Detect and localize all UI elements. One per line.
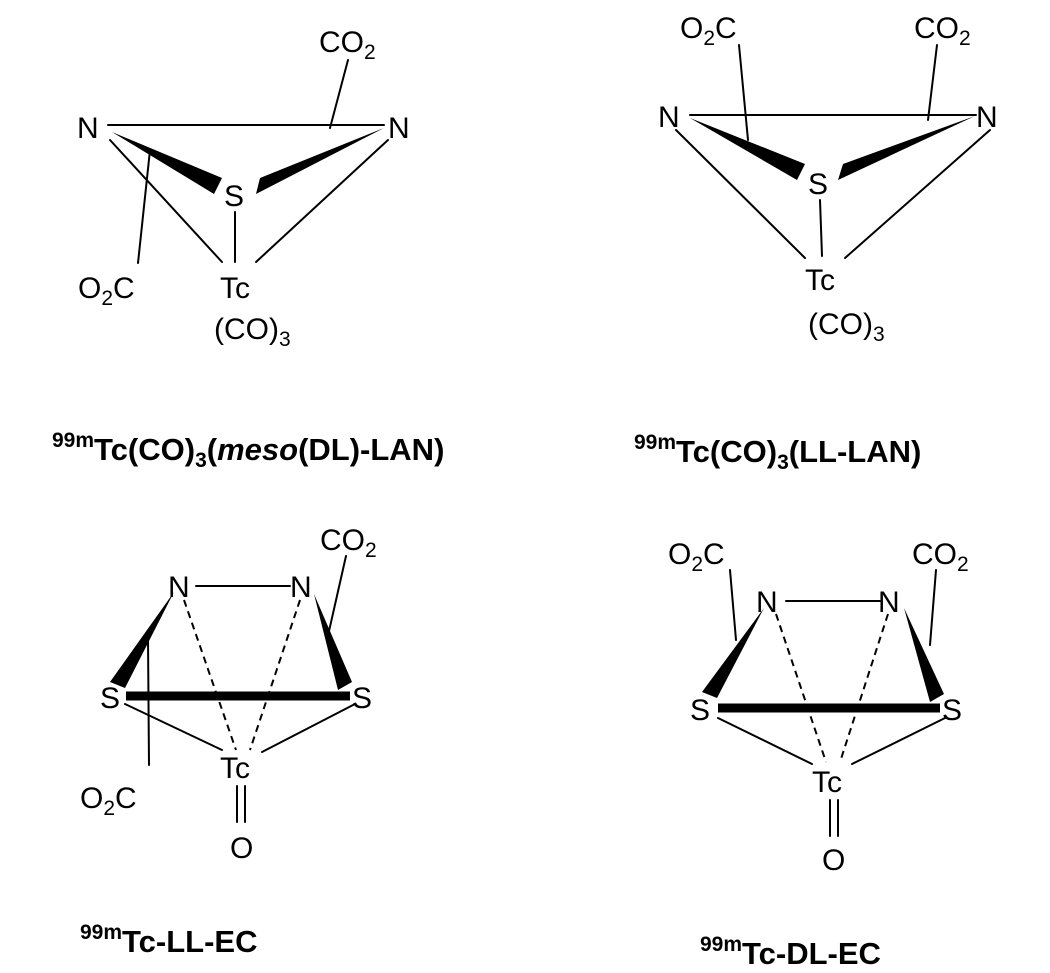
atom-tc: Tc <box>805 264 835 297</box>
caption-ll-ec: 99mTc-LL-EC <box>80 921 258 959</box>
wedge-nleft-sleft <box>110 592 174 688</box>
structure-dl-ec: O2C CO2 N N S S Tc O 99mTc-DL-EC <box>668 538 969 971</box>
atom-s: S <box>224 180 244 213</box>
structure-ll-ec: CO2 N N S S Tc O2C O 99mTc-LL-EC <box>80 524 377 959</box>
bond-nright-tc <box>255 139 389 263</box>
structure-ll-lan: O2C CO2 N N S Tc (CO)3 99mTc(CO)3(LL-LAN… <box>634 12 998 474</box>
wedge-nright-sright <box>904 608 944 702</box>
bond-o2c-carbon <box>729 569 737 641</box>
atom-o: O <box>822 844 845 877</box>
wedge-nright-s <box>838 116 975 180</box>
dash-nleft-tc <box>183 599 237 751</box>
atom-o2c: O2C <box>78 272 135 310</box>
bond-co2-carbon <box>927 44 938 121</box>
atom-n-left: N <box>77 112 99 145</box>
atom-co3: (CO)3 <box>214 313 291 351</box>
atom-tc: Tc <box>812 766 842 799</box>
atom-n-left: N <box>658 101 680 134</box>
bond-s-tc <box>819 199 823 257</box>
bond-sright-tc <box>261 703 356 753</box>
structure-meso-lan: CO2 N N S O2C Tc (CO)3 99mTc(CO)3(meso(D… <box>52 26 444 472</box>
atom-s-left: S <box>690 694 710 727</box>
bond-sleft-tc <box>717 717 813 765</box>
atom-s: S <box>808 168 828 201</box>
atom-n-right: N <box>290 571 312 604</box>
bond-co2-carbon <box>929 569 937 646</box>
caption-ll-lan: 99mTc(CO)3(LL-LAN) <box>634 431 921 474</box>
dash-nleft-tc <box>775 613 827 763</box>
bond-nright-tc <box>844 129 991 259</box>
dash-nright-tc <box>249 599 301 751</box>
atom-n-right: N <box>976 101 998 134</box>
bond-co2-carbon <box>329 59 349 129</box>
bond-o2c-carbon <box>738 44 749 141</box>
atom-co2: CO2 <box>912 538 969 576</box>
atom-o2c: O2C <box>680 12 737 50</box>
atom-n-right: N <box>878 586 900 619</box>
atom-tc: Tc <box>220 752 250 785</box>
atom-co2: CO2 <box>319 26 376 64</box>
wedge-nleft-sleft <box>702 608 764 698</box>
atom-s-left: S <box>100 682 120 715</box>
bond-o2c-carbon <box>137 149 151 264</box>
atom-o: O <box>230 832 253 865</box>
atom-o2c: O2C <box>80 782 137 820</box>
atom-n-left: N <box>756 586 778 619</box>
bond-sright-tc <box>851 717 946 765</box>
bond-carbon-o2c <box>147 639 150 766</box>
atom-tc: Tc <box>220 272 250 305</box>
bond-nleft-tc <box>109 139 223 263</box>
caption-meso-lan: 99mTc(CO)3(meso(DL)-LAN) <box>52 429 444 472</box>
wedge-nleft-s <box>690 118 805 180</box>
bond-sleft-tc <box>124 703 223 751</box>
dash-nright-tc <box>839 613 889 763</box>
atom-n-left: N <box>168 571 190 604</box>
wedge-nright-sright <box>314 594 352 690</box>
bond-co2-carbon <box>326 555 347 641</box>
atom-co2: CO2 <box>320 524 377 562</box>
atom-co2: CO2 <box>914 12 971 50</box>
caption-dl-ec: 99mTc-DL-EC <box>700 933 881 971</box>
atom-co3: (CO)3 <box>808 308 885 346</box>
atom-o2c: O2C <box>668 538 725 576</box>
atom-s-right: S <box>352 682 372 715</box>
atom-s-right: S <box>942 694 962 727</box>
atom-n-right: N <box>388 112 410 145</box>
bond-nleft-tc <box>675 129 806 259</box>
wedge-nright-s <box>256 128 384 194</box>
wedge-nleft-s <box>112 132 222 194</box>
